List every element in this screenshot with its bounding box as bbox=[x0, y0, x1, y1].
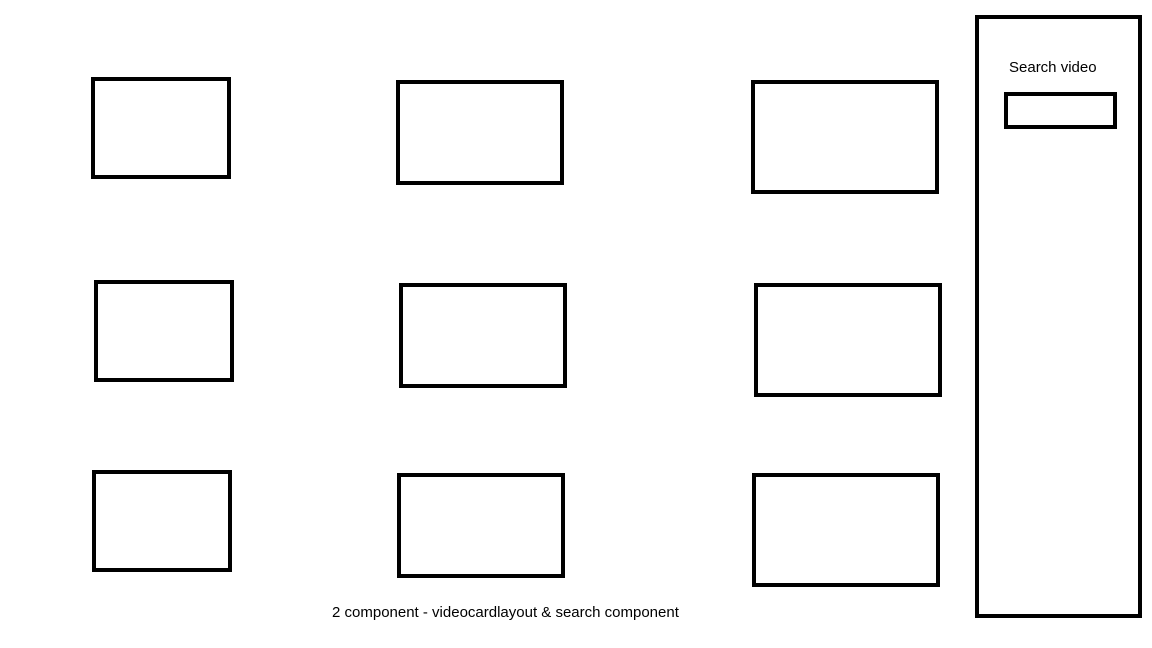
video-card[interactable] bbox=[396, 80, 564, 185]
video-card[interactable] bbox=[751, 80, 939, 194]
search-input[interactable] bbox=[1004, 92, 1117, 129]
video-card[interactable] bbox=[752, 473, 940, 587]
video-card[interactable] bbox=[92, 470, 232, 572]
video-card[interactable] bbox=[397, 473, 565, 578]
video-card[interactable] bbox=[91, 77, 231, 179]
video-card[interactable] bbox=[754, 283, 942, 397]
search-component: Search video bbox=[975, 15, 1142, 618]
diagram-caption: 2 component - videocardlayout & search c… bbox=[332, 604, 679, 621]
video-card[interactable] bbox=[94, 280, 234, 382]
video-card[interactable] bbox=[399, 283, 567, 388]
search-label: Search video bbox=[1009, 59, 1097, 76]
